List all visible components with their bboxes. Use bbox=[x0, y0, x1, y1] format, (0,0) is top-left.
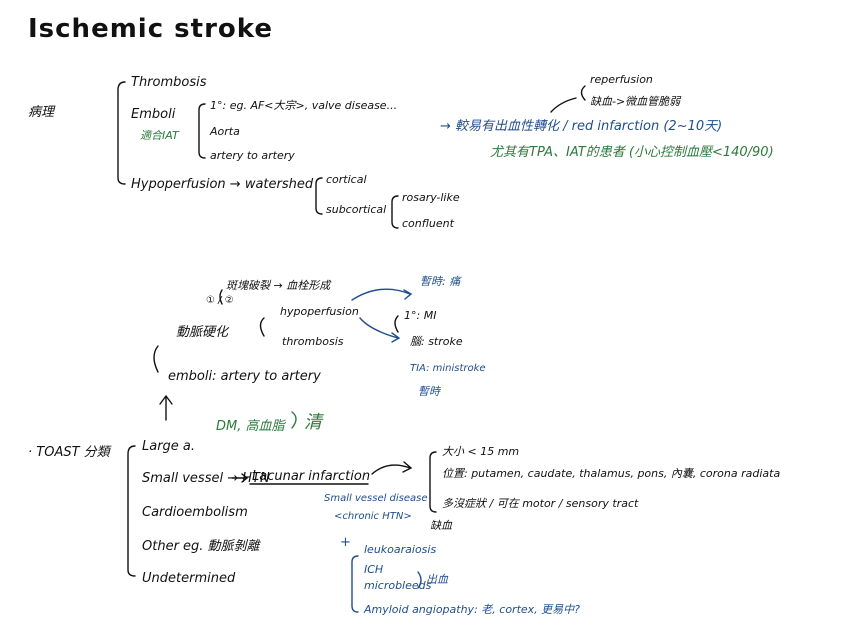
lacunar-symptom: 多沒症狀 / 可在 motor / sensory tract bbox=[442, 497, 639, 510]
emboli-artery: emboli: artery to artery bbox=[168, 369, 321, 384]
bracket-reperfusion bbox=[580, 85, 586, 101]
lacunar-ischemia-note: 缺血 bbox=[430, 519, 452, 532]
toast-cardioembolism: Cardioembolism bbox=[142, 505, 248, 520]
subcortical-rosary: rosary-like bbox=[402, 191, 460, 204]
tia-note: TIA: ministroke bbox=[410, 363, 486, 374]
toast-undetermined: Undetermined bbox=[142, 571, 236, 586]
arrow-lacunar bbox=[371, 461, 413, 475]
lacunar-size: 大小 < 15 mm bbox=[442, 445, 520, 458]
lacunar-infarction: Lacunar infarction bbox=[252, 469, 371, 484]
bracket-large-risk bbox=[291, 411, 297, 429]
watershed-subcortical: subcortical bbox=[326, 203, 387, 216]
bracket-emboli bbox=[198, 103, 206, 159]
lacunar-location: 位置: putamen, caudate, thalamus, pons, 內囊… bbox=[442, 467, 781, 480]
emboli-source-3: artery to artery bbox=[210, 149, 295, 162]
plus-sign: + bbox=[340, 535, 351, 550]
emboli-iat-note: 適合IAT bbox=[140, 129, 179, 142]
svd-amyloid: Amyloid angiopathy: 老, cortex, 更易中? bbox=[364, 603, 580, 616]
bleed-note: 出血 bbox=[426, 573, 448, 586]
transient-note: 暫時: 痛 bbox=[420, 275, 461, 288]
bracket-mi bbox=[394, 315, 399, 333]
side-count: ① / ② bbox=[206, 295, 234, 306]
arrow-plaque-mi bbox=[351, 288, 413, 301]
stroke-note: 腦: stroke bbox=[410, 335, 463, 348]
atherosclerosis-label: 動脈硬化 bbox=[176, 325, 229, 340]
arrow-reperfusion bbox=[550, 97, 577, 113]
emboli-source-2: Aorta bbox=[210, 125, 240, 138]
pathology-label: 病理 bbox=[28, 105, 55, 120]
svd-ich: ICH bbox=[364, 563, 384, 576]
arrow-up-large bbox=[159, 394, 173, 421]
small-vessel-disease: Small vessel disease bbox=[324, 493, 428, 504]
reperfusion-label: reperfusion bbox=[590, 73, 653, 86]
tia-zh: 暫時 bbox=[418, 385, 440, 398]
bracket-watershed bbox=[315, 177, 323, 215]
plaque-note: 斑塊破裂 → 血栓形成 bbox=[226, 279, 331, 292]
chronic-htn: <chronic HTN> bbox=[334, 511, 412, 522]
hemorrhagic-transformation-note: → 較易有出血性轉化 / red infarction (2~10天) bbox=[440, 119, 723, 134]
thrombosis-label: Thrombosis bbox=[131, 75, 207, 90]
atherosclerosis-hypoperfusion: hypoperfusion bbox=[280, 305, 359, 318]
page-title: Ischemic stroke bbox=[28, 14, 273, 44]
emboli-source-1: 1°: eg. AF<大宗>, valve disease... bbox=[210, 99, 398, 112]
toast-small-vessel: Small vessel → HTN bbox=[142, 471, 270, 486]
atherosclerosis-thrombosis: thrombosis bbox=[282, 335, 344, 348]
toast-other: Other eg. 動脈剝離 bbox=[142, 539, 260, 554]
subcortical-confluent: confluent bbox=[402, 217, 454, 230]
svd-microbleeds: microbleeds bbox=[364, 579, 432, 592]
emboli-label: Emboli bbox=[131, 107, 176, 122]
large-artery-risk: DM, 高血脂 bbox=[216, 419, 285, 434]
bracket-svd bbox=[351, 555, 359, 613]
hypoperfusion-label: Hypoperfusion → watershed bbox=[131, 177, 314, 192]
bracket-lacunar bbox=[429, 451, 437, 513]
mi-note: 1°: MI bbox=[404, 309, 437, 322]
svd-leukoaraiosis: leukoaraiosis bbox=[364, 543, 437, 556]
bracket-subcortical bbox=[391, 195, 399, 229]
bracket-atherosclerosis bbox=[259, 317, 265, 337]
vessel-damage-note: 缺血->微血管脆弱 bbox=[590, 95, 681, 108]
bracket-mechanism bbox=[153, 345, 159, 373]
toast-large-artery: Large a. bbox=[142, 439, 196, 454]
watershed-cortical: cortical bbox=[326, 173, 367, 186]
bracket-pathology bbox=[117, 81, 126, 185]
arrow-thrombosis-stroke bbox=[359, 317, 401, 343]
bracket-toast bbox=[127, 445, 136, 577]
large-artery-result: 清 bbox=[304, 412, 322, 433]
toast-label: · TOAST 分類 bbox=[28, 445, 110, 460]
tpa-note: 尤其有TPA、IAT的患者 (小心控制血壓<140/90) bbox=[490, 145, 774, 160]
